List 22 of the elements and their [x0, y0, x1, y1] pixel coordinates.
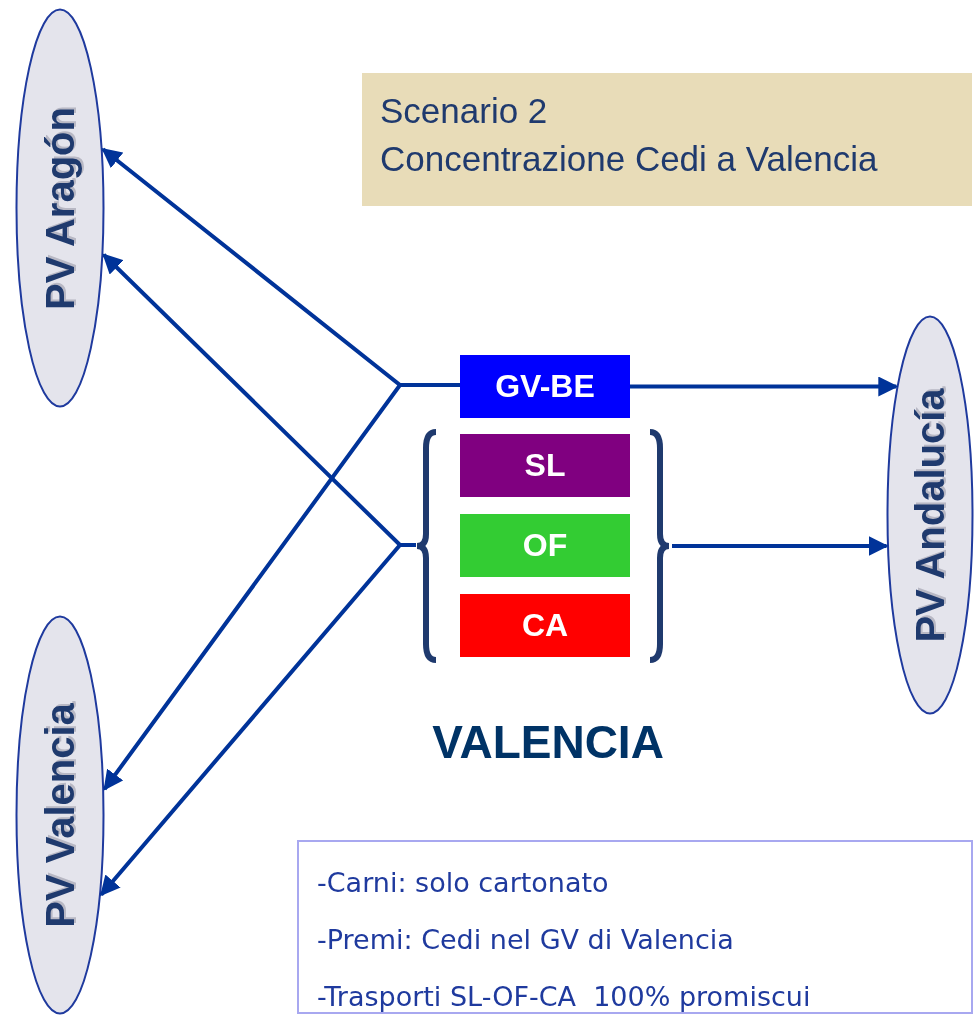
title-text: Concentrazione Cedi a Valencia [380, 138, 879, 180]
ellipse-node [886, 315, 974, 715]
arrow [99, 543, 416, 897]
node-label: PV Andalucía [907, 387, 953, 643]
arrow [672, 536, 889, 556]
note-text: -Trasporti SL-OF-CA 100% promiscui [317, 980, 812, 1014]
category-box: SL [460, 434, 630, 497]
category-box: OF [460, 514, 630, 577]
title-box [362, 73, 972, 206]
notes-box [297, 840, 973, 1014]
ellipse-node [15, 8, 105, 408]
ellipse-node [15, 615, 105, 1015]
arrow [103, 383, 460, 791]
note-text: -Premi: Cedi nel GV di Valencia [317, 923, 735, 957]
node-label: PV Aragón [37, 106, 83, 310]
category-box: CA [460, 594, 630, 657]
location-label: VALENCIA [432, 715, 664, 769]
category-box: GV-BE [460, 355, 630, 418]
node-label: PV Valencia [37, 702, 83, 928]
title-text: Scenario 2 [380, 90, 549, 132]
note-text: -Carni: solo cartonato [317, 866, 610, 900]
arrow [630, 376, 899, 397]
